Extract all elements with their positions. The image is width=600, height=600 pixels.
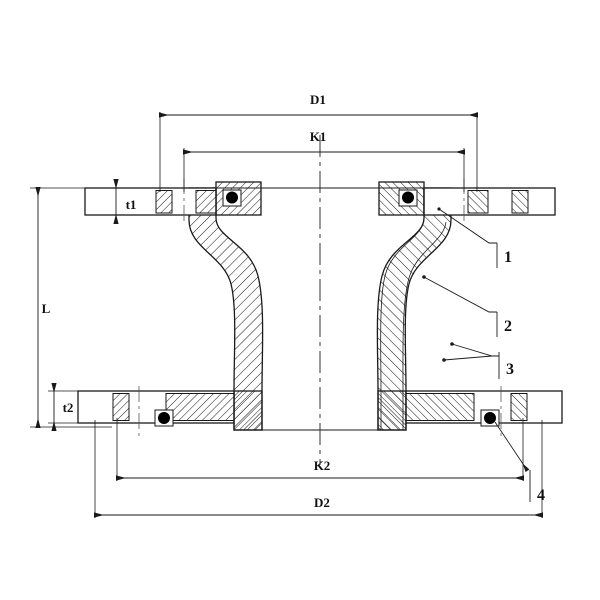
k2-label: K2: [314, 458, 331, 473]
dimension-d2: D2: [94, 420, 543, 518]
top-right-bolt: [402, 191, 414, 204]
top-flange-left-hatch-a: [155, 190, 173, 214]
callout-2-label: 2: [504, 318, 512, 335]
d2-label: D2: [314, 495, 330, 510]
callout-3-leader-b: [443, 355, 493, 361]
callout-1: 1: [437, 207, 512, 268]
callout-4-leader: [494, 421, 530, 473]
l-label: L: [42, 301, 51, 316]
top-left-bolt: [226, 191, 238, 204]
bottom-left-bolt: [158, 412, 170, 424]
k1-label: K1: [310, 129, 327, 144]
bottom-flange: [77, 386, 563, 440]
top-flange-right-hatch-b: [511, 190, 529, 214]
dimension-t1: t1: [110, 179, 158, 224]
bottom-flange-right-hatch-a: [510, 393, 528, 421]
t1-label: t1: [126, 197, 137, 212]
t2-label: t2: [63, 400, 74, 415]
callout-2-leader: [423, 276, 497, 313]
bottom-flange-right-hatch-b: [405, 393, 475, 421]
bottom-right-bolt: [484, 412, 496, 424]
d1-label: D1: [310, 92, 326, 107]
body-seam-outer-right: [402, 221, 447, 430]
body-seam-inner-right: [380, 217, 425, 430]
callout-4-label: 4: [537, 487, 545, 504]
bottom-flange-left-hatch-b: [165, 393, 235, 421]
dimension-k2: K2: [116, 418, 524, 481]
dimension-t2: t2: [48, 383, 80, 431]
callout-3-label: 3: [506, 361, 514, 378]
top-flange-right-plate: [423, 187, 556, 216]
dimension-d1: D1: [159, 92, 478, 192]
callout-3: 3: [442, 342, 514, 379]
callout-1-leader: [438, 208, 497, 244]
dimension-l: L: [30, 187, 112, 428]
callout-4: 4: [494, 421, 545, 504]
top-flange-right-hatch-a: [467, 190, 489, 214]
top-flange-left-plate: [84, 187, 217, 216]
bottom-flange-left-root: [233, 390, 263, 431]
top-flange-left-hatch-b: [195, 190, 217, 214]
callout-2: 2: [422, 275, 512, 337]
bottom-flange-right-root: [377, 390, 407, 431]
dimension-k1: K1: [183, 129, 465, 192]
callout-1-label: 1: [504, 249, 512, 266]
body-right-half: [376, 187, 452, 431]
bottom-flange-left-hatch-a: [112, 393, 130, 421]
